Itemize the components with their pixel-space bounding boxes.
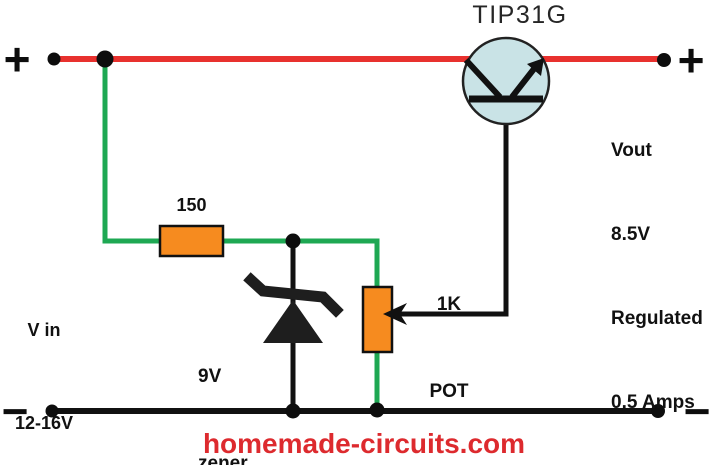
terminal-dot (47, 52, 61, 66)
zener-word1: zener (198, 453, 248, 465)
terminal-dot (657, 53, 671, 67)
junction-dot (285, 403, 301, 419)
vin-name: V in (27, 320, 61, 340)
transistor-collector-line (463, 57, 503, 100)
zener-diode-symbol (243, 272, 344, 343)
vout-current: 0.5 Amps (611, 392, 695, 413)
vin-label: V in 12-16V (4, 253, 84, 465)
resistor-150-symbol (158, 224, 225, 258)
pot-value: 1K (436, 294, 462, 315)
zener-voltage: 9V (198, 366, 222, 387)
vout-label: Vout 8.5V Regulated 0.5 Amps (611, 81, 703, 465)
junction-dot (285, 233, 301, 249)
plus-terminal-left-icon: + (3, 33, 31, 85)
pot-wiper-arrow (383, 100, 509, 325)
vout-voltage: 8.5V (611, 224, 651, 245)
watermark-text: homemade-circuits.com (202, 428, 526, 459)
plus-terminal-right-icon: + (677, 34, 705, 86)
junction-dot (96, 50, 114, 68)
vin-range: 12-16V (14, 413, 74, 433)
terminal-dot (651, 404, 665, 418)
pot-label: 1K POT (417, 232, 481, 464)
emitter-arrowhead (527, 58, 544, 76)
terminal-dot (45, 404, 59, 418)
junction-dot (369, 402, 385, 418)
transistor-body (461, 36, 551, 126)
resistor-value-label: 150 (176, 195, 207, 215)
transistor-label: TIP31G (472, 1, 568, 29)
transistor-symbol (461, 36, 551, 126)
pot-word: POT (429, 381, 469, 402)
vout-name: Vout (611, 140, 652, 161)
junction-dots (45, 50, 671, 419)
potentiometer-symbol (361, 285, 394, 354)
zener-diode-label: 9V zener diode (198, 304, 249, 465)
vout-regulated: Regulated (611, 308, 703, 329)
transistor-emitter-line (509, 63, 540, 99)
